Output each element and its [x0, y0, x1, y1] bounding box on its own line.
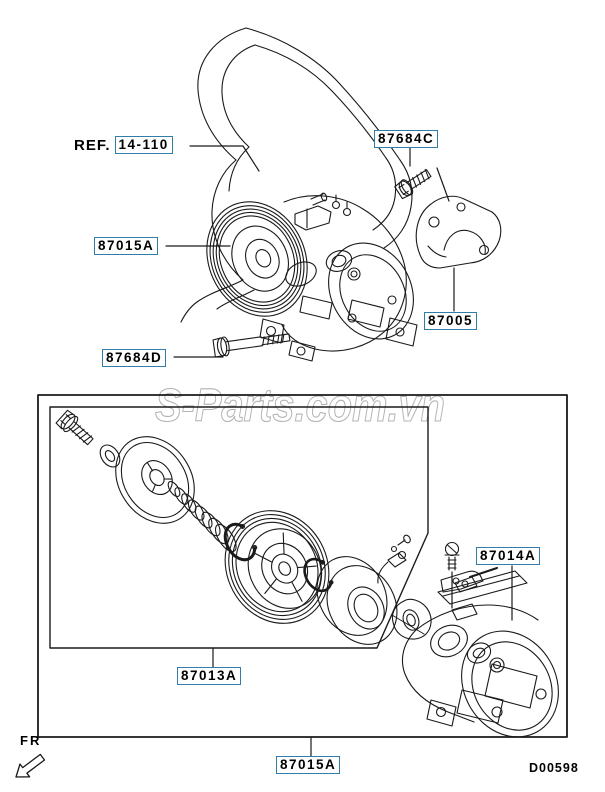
- snap-ring-1-drawing: [223, 522, 258, 562]
- clutch-pulley-drawing: [224, 510, 330, 624]
- callout-compressor-body[interactable]: 87014A: [476, 547, 541, 565]
- callout-mounting-bracket[interactable]: 87005: [424, 312, 478, 330]
- belt-ref-number[interactable]: 14-110: [114, 136, 173, 154]
- callout-upper-bolt[interactable]: 87684C: [374, 130, 439, 148]
- compressor-body-drawing: [391, 570, 559, 738]
- kit-assembly-leader: [391, 614, 425, 635]
- callout-compressor-assy[interactable]: 87015A: [276, 756, 341, 774]
- clutch-hub-drawing: [115, 436, 195, 524]
- spring-drawing: [167, 480, 237, 553]
- drawing-code: D00598: [529, 761, 579, 775]
- mounting-bracket-drawing: [415, 195, 502, 269]
- fr-direction-label: FR: [20, 733, 42, 748]
- compressor-pulley-drawing: [206, 201, 308, 317]
- callout-lower-bolt[interactable]: 87684D: [102, 349, 167, 367]
- lower-bolt-drawing: [212, 333, 291, 358]
- clamp-screw-drawing: [444, 541, 460, 571]
- callout-belt-ref: REF. 14-110: [74, 136, 173, 154]
- clutch-coil-drawing: [316, 534, 411, 645]
- serpentine-belt-drawing: [180, 27, 413, 323]
- clamp-plate-drawing: [440, 567, 498, 593]
- belt-ref-prefix: REF.: [74, 136, 111, 154]
- upper-bolt-drawing: [394, 168, 432, 200]
- inner-parts-box: [49, 406, 429, 649]
- callout-magnet-clutch-pulley[interactable]: 87015A: [94, 237, 159, 255]
- compressor-top-drawing: [259, 192, 418, 362]
- outer-parts-box: [37, 394, 568, 738]
- callout-clutch-kit[interactable]: 87013A: [177, 667, 242, 685]
- leader-lines-top: [165, 145, 455, 358]
- leader-lines-bottom: [212, 565, 513, 757]
- watermark-text: S-Parts.com.vn: [155, 379, 445, 431]
- fr-arrow-icon: [15, 753, 46, 778]
- clutch-bolt-drawing: [55, 409, 94, 446]
- washer-drawing: [99, 444, 121, 468]
